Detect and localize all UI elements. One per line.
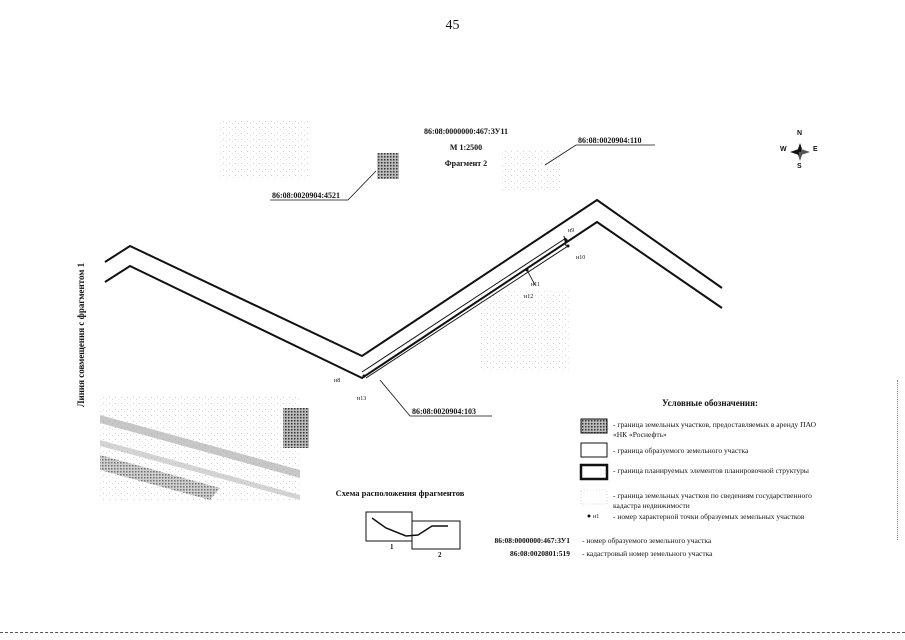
page-number: 45 (445, 18, 460, 33)
cadastral-label-4521: 86:08:0020904:4521 (272, 191, 340, 200)
compass-icon (790, 143, 810, 161)
scheme-frame-2: 2 (438, 551, 442, 559)
legend-point-marker: н1 (593, 514, 600, 520)
legend-text: - граница земельных участков по сведения… (613, 491, 812, 510)
point-n12: н12 (524, 294, 534, 300)
alignment-line-label: Линия совмещения с фрагментом 1 (76, 262, 86, 408)
planned-structure-boundary (104, 198, 723, 380)
compass-south: S (797, 163, 802, 170)
fragment-scheme (365, 511, 461, 550)
legend-title: Условные обозначения: (662, 398, 758, 408)
legend-text: - номер характерной точки образуемых зем… (613, 512, 805, 521)
compass-east: E (813, 146, 818, 153)
point-n11: н11 (531, 282, 540, 288)
legend-swatches (579, 418, 609, 518)
legend-text: - кадастровый номер земельного участка (582, 549, 713, 558)
leader-lines (270, 144, 655, 417)
legend-text: - граница планируемых элементов планиров… (613, 466, 809, 475)
legend-text: - граница образуемого земельного участка (613, 446, 749, 455)
hatched-areas (100, 153, 399, 500)
point-n10: н10 (576, 255, 586, 261)
scan-edge-line (0, 632, 905, 634)
point-markers (362, 238, 570, 378)
compass-north: N (797, 130, 803, 137)
point-n8: н8 (334, 378, 341, 384)
fragment-label: Фрагмент 2 (444, 159, 488, 168)
compass: N S W E (778, 130, 822, 174)
legend-key: 86:08:0000000:467:ЗУ1 (494, 536, 570, 545)
parcel-id-title: 86:08:0000000:467:ЗУ11 (423, 127, 509, 136)
cadastral-label-110: 86:08:0020904:110 (578, 136, 642, 145)
point-n9: н9 (568, 228, 575, 234)
title-block: 86:08:0000000:467:ЗУ11 М 1:2500 Фрагмент… (400, 124, 532, 172)
compass-west: W (780, 146, 787, 153)
cadastral-label-103: 86:08:0020904:103 (412, 407, 476, 416)
terrain-noise (100, 120, 570, 500)
legend-key: 86:08:0020801:519 (510, 549, 570, 558)
scheme-frame-1: 1 (390, 543, 394, 551)
scheme-title: Схема расположения фрагментов (335, 488, 465, 498)
legend-text: - номер образуемого земельного участка (582, 536, 712, 545)
point-n13: н13 (357, 396, 367, 402)
scan-side-marks (897, 380, 899, 540)
scale-label: М 1:2500 (449, 143, 483, 152)
legend-text: - граница земельных участков, предоставл… (613, 420, 817, 439)
